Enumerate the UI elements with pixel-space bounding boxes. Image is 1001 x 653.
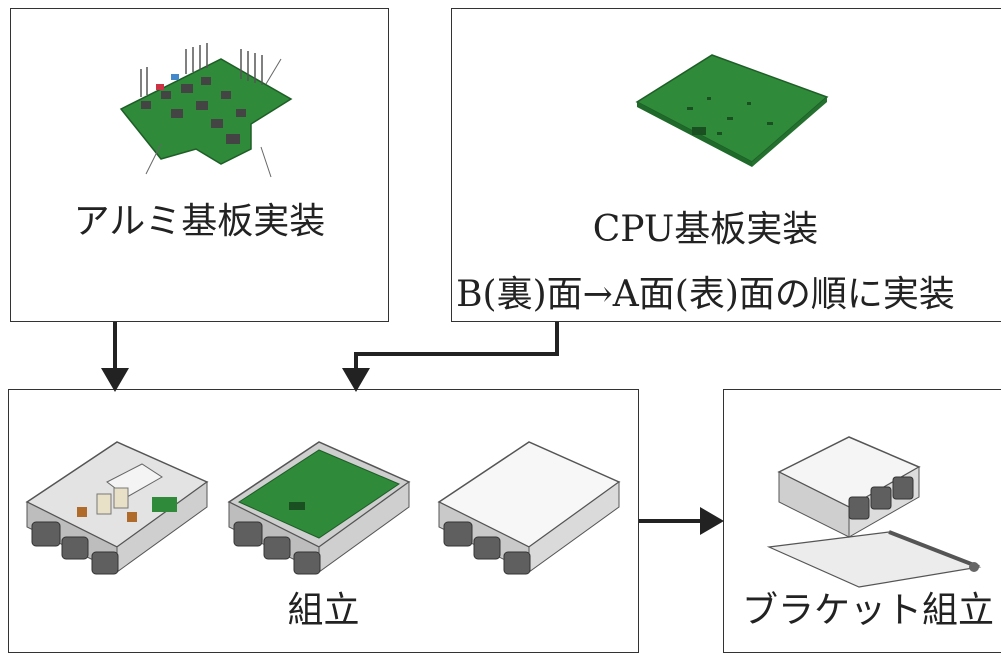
bracket-illustration [766,436,982,588]
aluminum-board-illustration [119,43,293,178]
bracket-box: ブラケット組立 [723,389,1001,653]
arrow-cpu-to-assembly [342,322,559,392]
assembly-label: 組立 [287,590,360,631]
arrow-aluminum-to-assembly [101,322,129,392]
aluminum-board-box: アルミ基板実装 [10,8,389,322]
aluminum-board-label: アルミ基板実装 [73,201,326,242]
cpu-board-label: CPU基板実装 [592,209,819,250]
open-housing-illustration [25,441,209,575]
cpu-board-illustration [635,54,829,167]
cpu-board-sublabel: B(裏)面→A面(表)面の順に実装 [456,274,955,315]
closed-housing-illustration [437,441,621,575]
cpu-board-box: CPU基板実装 B(裏)面→A面(表)面の順に実装 [451,8,1001,322]
bracket-label: ブラケット組立 [741,590,994,631]
assembly-box: 組立 [8,389,639,653]
arrow-assembly-to-bracket [639,507,724,535]
board-housing-illustration [227,441,411,575]
